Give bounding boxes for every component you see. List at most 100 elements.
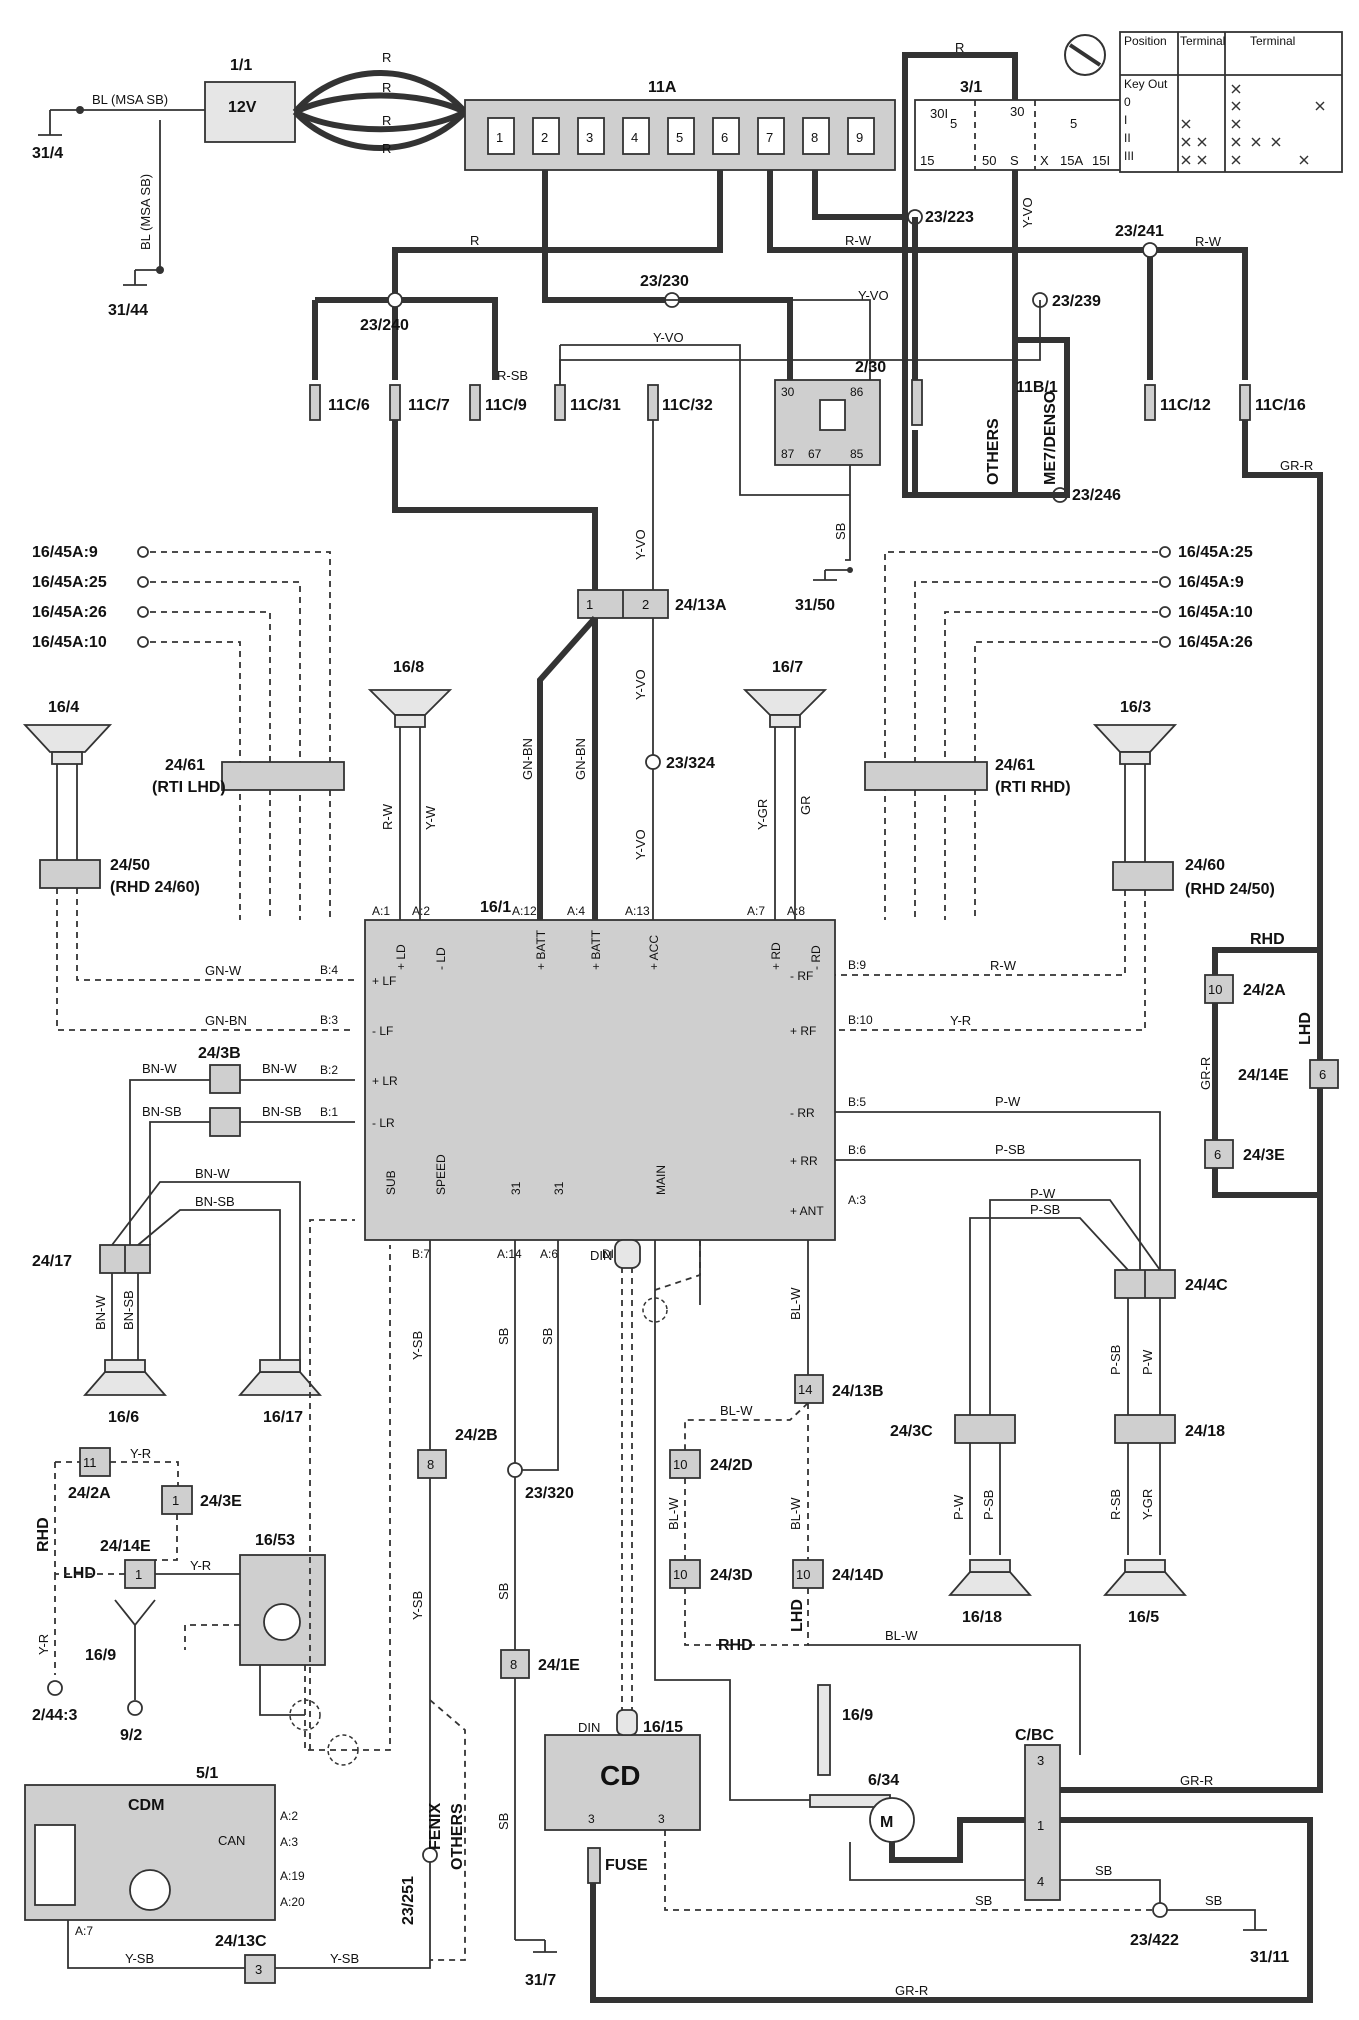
rhd-label-right: RHD (1250, 931, 1285, 948)
splice-23-320: 23/320 (525, 1485, 574, 1502)
cbc-label: C/BC (1015, 1727, 1055, 1744)
ext-ref-right-wire (974, 641, 1158, 920)
ext-ref-right-terminal (1159, 636, 1171, 648)
radio-pin-left: B:3 (320, 1013, 338, 1027)
radio-func-right: - RF (790, 969, 813, 983)
wire-psb-2: P-SB (1030, 1202, 1060, 1217)
ign-term-50: 50 (982, 153, 996, 168)
radio-ref: 16/1 (480, 899, 511, 916)
wire-color-bl-msa-2: BL (MSA SB) (138, 174, 153, 250)
cdm-pin-a3: A:3 (280, 1835, 298, 1849)
pin-3e-6: 6 (1214, 1147, 1221, 1162)
wire-rw-1: R-W (845, 233, 872, 248)
radio-func-right: - RR (790, 1106, 815, 1120)
pin-2d-10: 10 (673, 1457, 687, 1472)
radio-pin-right: B:5 (848, 1095, 866, 1109)
conn-24-2d: 24/2D (710, 1457, 753, 1474)
radio-pin-top: A:4 (567, 904, 585, 918)
speed-ground-section: 8 24/2B Y-SB Y-SB 23/251 FENIX OTHERS 23… (400, 1240, 580, 1989)
ext-ref-left-terminal (137, 546, 149, 558)
me7-denso-label: ME7/DENSO (1042, 391, 1059, 485)
wire-sb-7: SB (1205, 1893, 1222, 1908)
fuse-11c6: 11C/6 (328, 397, 370, 414)
speaker-16-3: 16/3 24/60 (RHD 24/50) R-W Y-R (835, 699, 1275, 1031)
fuse-11b1: 11B/1 (1016, 379, 1058, 396)
radio-func-left: - LR (372, 1116, 395, 1130)
ext-ref-right-terminal (1159, 576, 1171, 588)
cdm-ref: 5/1 (196, 1765, 218, 1782)
splice-23-422: 23/422 (1130, 1932, 1179, 1949)
table-row-i: I (1124, 113, 1127, 127)
relay-pin-85: 85 (850, 447, 864, 461)
wire-sb-2: SB (540, 1328, 555, 1345)
pin-1e-8: 8 (510, 1657, 517, 1672)
radio-pin-right: A:3 (848, 1193, 866, 1207)
battery-ref: 1/1 (230, 57, 252, 74)
radio-pin-top: A:1 (372, 904, 390, 918)
ref-2-44-3: 2/44:3 (32, 1707, 77, 1724)
wire-bnw-2: BN-W (262, 1061, 297, 1076)
din-top: DIN (590, 1248, 612, 1263)
rhd-lhd-box: RHD LHD 10 24/2A 6 24/14E 6 24/3E GR-R (1198, 931, 1339, 1198)
conn-24-3d: 24/3D (710, 1567, 753, 1584)
cd-changer: DIN DIN 16/15 CD 3 3 FUSE GR-R SB (544, 1239, 1313, 2003)
connector-24-13a-label: 24/13A (675, 597, 727, 614)
ext-ref-right: 16/45A:9 (1178, 574, 1244, 591)
ext-ref-right-wire (884, 551, 1158, 920)
pin-2a-11: 11 (83, 1455, 97, 1470)
ext-ref-left-terminal (137, 576, 149, 588)
radio-func-top: + BATT (589, 929, 603, 970)
fuse-11c32: 11C/32 (662, 397, 713, 414)
wire-rw-spk168: R-W (380, 803, 395, 830)
wire-yw-spk168: Y-W (423, 805, 438, 830)
speaker-16-8-label: 16/8 (393, 659, 424, 676)
fuse-slot-number: 2 (541, 130, 548, 145)
wire-sb-1: SB (496, 1328, 511, 1345)
wire-psb-4: P-SB (981, 1490, 996, 1520)
ext-ref-left: 16/45A:10 (32, 634, 107, 651)
fuse-11c9: 11C/9 (485, 397, 527, 414)
fusebox-title: 11A (648, 79, 677, 96)
radio-func-bottom: SPEED (434, 1154, 448, 1195)
radio-pin-right: B:9 (848, 958, 866, 972)
ext-ref-left: 16/45A:9 (32, 544, 98, 561)
conn-24-3b: 24/3B (198, 1045, 241, 1062)
fuse-slot-number: 9 (856, 130, 863, 145)
radio-func-top: + ACC (647, 935, 661, 970)
wire-bnsb-4: BN-SB (121, 1290, 136, 1330)
conn-24-4c: 24/4C (1185, 1277, 1228, 1294)
antenna-path: BL-W 14 24/13B BL-W BL-W BL-W 10 24/2D 1… (642, 1240, 1081, 1801)
radio-pin-bottom: A:6 (540, 1247, 558, 1261)
conn-24-61-lhd: 24/61 (165, 757, 205, 774)
wire-blw-3: BL-W (666, 1497, 681, 1530)
ground-31-44: 31/44 (108, 302, 148, 319)
fuse-slot (622, 117, 650, 155)
fuse-slot-number: 3 (586, 130, 593, 145)
ign-term-30: 30 (1010, 104, 1024, 119)
ignition-switch-ref: 3/1 (960, 79, 982, 96)
conn-24-61-rhd: 24/61 (995, 757, 1035, 774)
lhd-label-right: LHD (1297, 1012, 1314, 1045)
cd-pin-31: 3 (658, 1812, 665, 1826)
connector-24-13a: 1 2 24/13A 23/324 GN-BN GN-BN Y-VO Y-VO (520, 589, 727, 920)
ign-term-15i: 15I (1092, 153, 1110, 168)
radio-pin-top: A:7 (747, 904, 765, 918)
ext-ref-left-terminal (137, 636, 149, 648)
cdm-pin-a19: A:19 (280, 1869, 305, 1883)
fuse-slot-number: 7 (766, 130, 773, 145)
battery-section: 31/4 BL (MSA SB) 31/44 BL (MSA SB) 1/1 1… (32, 50, 468, 319)
radio-func-left: - LF (372, 1024, 393, 1038)
ign-term-30i: 30I (930, 106, 948, 121)
motor-cbc: 16/9 M 6/34 C/BC 3 1 4 GR-R SB SB 23/422… (809, 1684, 1289, 1966)
battery (204, 81, 296, 143)
pin-13b-14: 14 (798, 1382, 812, 1397)
relay-pin-86: 86 (850, 385, 864, 399)
conn-24-14e-left: 24/14E (100, 1538, 151, 1555)
cbc-pin-1: 1 (1037, 1818, 1044, 1833)
splice-23-239: 23/239 (1052, 293, 1101, 310)
rhd-24-60: (RHD 24/60) (110, 879, 200, 896)
fuse-11c12: 11C/12 (1160, 397, 1211, 414)
wire-bnw-1: BN-W (142, 1061, 177, 1076)
